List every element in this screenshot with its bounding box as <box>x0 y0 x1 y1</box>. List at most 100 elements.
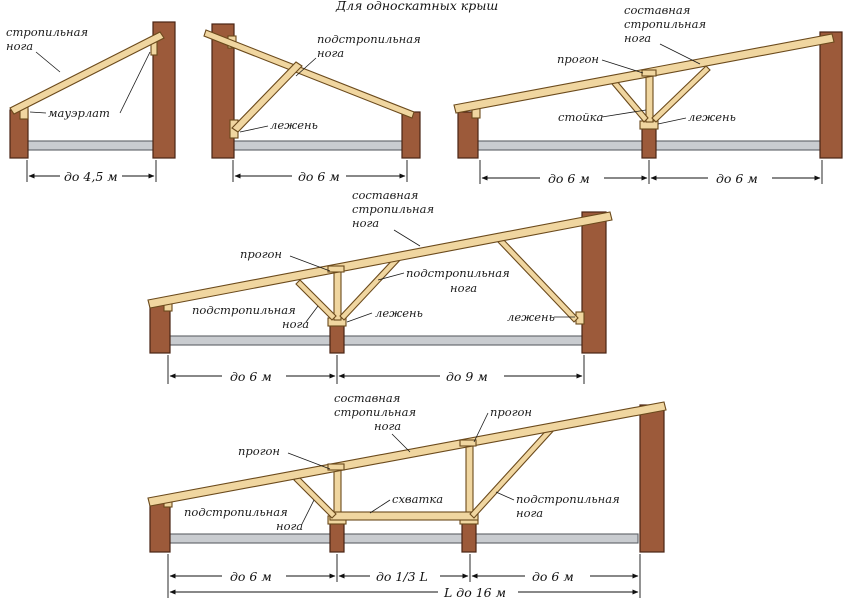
label-composite-4a: составная <box>352 188 418 202</box>
low-wall <box>149 304 171 354</box>
label-sill-4b: лежень <box>507 310 555 324</box>
central-pillar <box>461 522 477 553</box>
leader <box>287 452 331 470</box>
label-strut-5a: подстропильная <box>184 505 288 519</box>
label-purlin-4: прогон <box>240 247 282 261</box>
high-wall <box>819 31 843 159</box>
low-wall <box>457 111 479 159</box>
label-post-3: стойка <box>558 110 604 124</box>
tie-beam <box>329 511 479 521</box>
strut <box>231 61 303 133</box>
dim-label-5c: до 6 м <box>532 569 574 584</box>
leader <box>29 111 47 114</box>
dim-label-4b: до 9 м <box>446 369 488 384</box>
scheme-1: стропильная нога мауэрлат до 4,5 м <box>6 21 176 184</box>
leader <box>393 229 421 247</box>
post <box>645 71 654 123</box>
composite-rafter <box>147 211 613 309</box>
high-wall <box>211 23 235 159</box>
leader <box>295 57 317 77</box>
ceiling-beam <box>221 140 411 151</box>
strut <box>651 65 711 123</box>
dim-label-1: до 4,5 м <box>64 169 118 184</box>
scheme-5: составная стропильная нога прогон прогон… <box>147 391 667 600</box>
label-strut-5b: подстропильная <box>516 492 620 506</box>
label-sill-3: лежень <box>688 110 736 124</box>
high-wall <box>581 211 607 354</box>
label-rafter-leg-1: нога <box>6 39 33 53</box>
label-strut-leg-5b: нога <box>516 506 543 520</box>
label-strut-leg-4b: нога <box>282 317 309 331</box>
label-purlin-5a: прогон <box>238 444 280 458</box>
high-wall <box>639 404 665 553</box>
scheme-3: составная стропильная нога прогон стойка… <box>453 3 843 186</box>
label-strut-4a: подстропильная <box>406 266 510 280</box>
central-pillar <box>329 324 345 354</box>
label-tie-5: схватка <box>392 492 443 506</box>
dim-label-3a: до 6 м <box>548 171 590 186</box>
low-wall <box>401 111 421 159</box>
label-strut-2: подстропильная <box>317 32 421 46</box>
purlin <box>327 463 345 471</box>
label-sill-2: лежень <box>270 118 318 132</box>
post <box>465 443 474 518</box>
scheme-2: подстропильная нога лежень до 6 м <box>203 23 421 184</box>
rafter <box>203 29 415 119</box>
ceiling-beam <box>21 140 159 151</box>
label-composite-3b: стропильная <box>624 17 706 31</box>
dim-label-2: до 6 м <box>298 169 340 184</box>
scheme-4: составная стропильная нога прогон подстр… <box>147 188 613 384</box>
strut <box>293 475 337 519</box>
central-pillar <box>641 127 657 159</box>
leader <box>391 433 411 453</box>
leader <box>289 255 331 272</box>
label-strut-leg-4a: нога <box>450 281 477 295</box>
composite-rafter <box>147 401 667 507</box>
leader <box>495 491 515 501</box>
leader <box>239 125 269 133</box>
leader <box>601 59 644 74</box>
leader <box>473 412 489 443</box>
rafter <box>9 31 165 115</box>
dim-label-5b: до 1/3 L <box>376 569 428 584</box>
label-composite-5b: стропильная <box>334 405 416 419</box>
label-sill-4a: лежень <box>375 306 423 320</box>
label-composite-5a: составная <box>334 391 400 405</box>
strut <box>295 279 337 321</box>
label-strut-leg-2: нога <box>317 46 344 60</box>
label-composite-4b: стропильная <box>352 202 434 216</box>
central-pillar <box>329 522 345 553</box>
diagram-title: Для односкатных крыш <box>335 0 498 13</box>
label-rafter-1: стропильная <box>6 25 88 39</box>
leader <box>119 51 151 114</box>
leader <box>601 109 647 118</box>
label-mauerlat: мауэрлат <box>48 106 110 120</box>
label-composite-4c: нога <box>352 216 379 230</box>
dim-label-3b: до 6 м <box>716 171 758 186</box>
post <box>333 466 342 518</box>
purlin <box>641 69 657 77</box>
ceiling-beam <box>159 533 639 544</box>
leader <box>377 272 405 281</box>
dim-label-5a: до 6 м <box>230 569 272 584</box>
label-purlin-5b: прогон <box>490 405 532 419</box>
dim-label-5-total: L до 16 м <box>443 585 506 600</box>
leader <box>657 117 687 125</box>
label-purlin-3: прогон <box>557 52 599 66</box>
leader <box>369 499 391 514</box>
ceiling-beam <box>159 335 585 346</box>
leader <box>659 43 701 65</box>
purlin <box>327 265 345 273</box>
strut <box>611 79 649 123</box>
label-composite-5c: нога <box>374 419 401 433</box>
post <box>333 269 342 321</box>
leader <box>305 305 319 323</box>
label-composite-3a: составная <box>624 3 690 17</box>
label-composite-3c: нога <box>624 31 651 45</box>
low-wall <box>149 499 171 553</box>
label-strut-4b: подстропильная <box>192 303 296 317</box>
high-wall <box>152 21 176 159</box>
leader <box>346 312 373 323</box>
purlin <box>459 439 477 447</box>
